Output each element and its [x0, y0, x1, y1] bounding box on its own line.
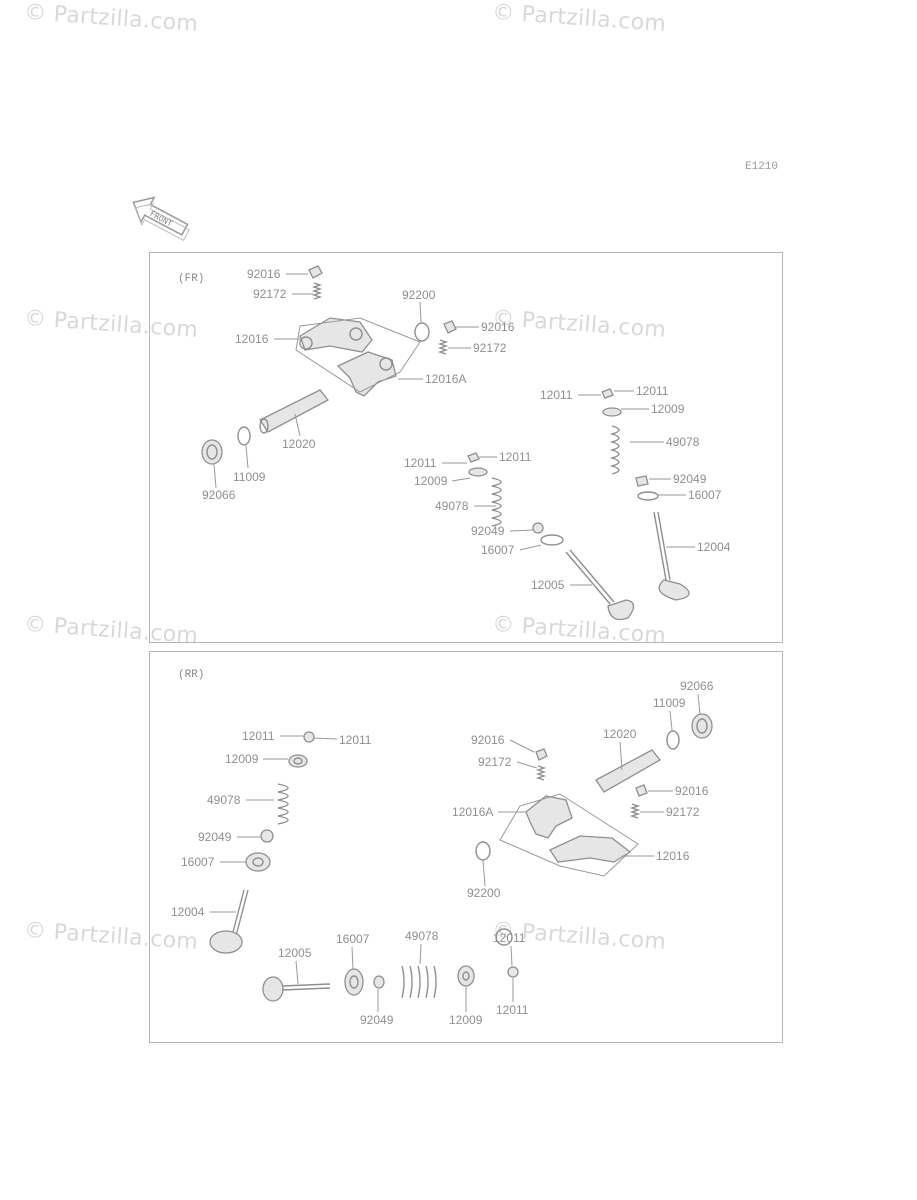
part-label: 12011 — [242, 729, 275, 743]
part-label: 12016 — [656, 849, 690, 863]
part-label: 92172 — [478, 755, 512, 769]
part-label: 92049 — [471, 524, 505, 538]
part-label: 12011 — [499, 450, 532, 464]
part-label: 49078 — [435, 499, 469, 513]
fr-labels: 92016 92172 92200 92016 92172 12016 1201… — [202, 267, 731, 592]
part-label: 11009 — [653, 696, 686, 710]
part-label: 12009 — [449, 1013, 483, 1027]
part-label: 16007 — [481, 543, 515, 557]
part-label: 12016A — [425, 372, 466, 386]
part-label: 92200 — [467, 886, 501, 900]
part-label: 92172 — [473, 341, 507, 355]
part-label: 12004 — [171, 905, 205, 919]
part-label: 92049 — [198, 830, 232, 844]
front-panel-label: (FR) — [178, 273, 205, 285]
part-label: 12011 — [404, 456, 437, 470]
rear-panel-label: (RR) — [178, 669, 205, 681]
part-label: 92200 — [402, 288, 436, 302]
part-label: 12009 — [225, 752, 259, 766]
part-label: 12005 — [278, 946, 312, 960]
rr-parts — [209, 713, 713, 1002]
part-label: 49078 — [666, 435, 700, 449]
part-label: 16007 — [336, 932, 370, 946]
part-label: 16007 — [181, 855, 215, 869]
part-label: 92172 — [253, 287, 287, 301]
part-label: 92016 — [481, 320, 515, 334]
part-label: 92049 — [360, 1013, 394, 1027]
part-label: 16007 — [688, 488, 722, 502]
part-label: 92066 — [202, 488, 236, 502]
rr-labels: 92066 11009 12020 12011 12011 12009 4907… — [171, 679, 714, 1027]
part-label: 92066 — [680, 679, 714, 693]
part-label: 92016 — [675, 784, 709, 798]
rear-panel — [149, 651, 783, 1043]
fr-parts — [201, 265, 690, 621]
part-label: 92172 — [666, 805, 700, 819]
part-label: 11009 — [233, 470, 266, 484]
part-label: 12011 — [636, 384, 669, 398]
part-label: 49078 — [207, 793, 241, 807]
part-label: 92016 — [471, 733, 505, 747]
part-label: 12009 — [651, 402, 685, 416]
part-label: 12004 — [697, 540, 731, 554]
part-label: 12011 — [540, 388, 573, 402]
part-label: 92016 — [247, 267, 281, 281]
part-label: 12009 — [414, 474, 448, 488]
front-panel — [149, 252, 783, 643]
part-label: 92049 — [673, 472, 707, 486]
part-label: 12016 — [235, 332, 269, 346]
part-label: 12005 — [531, 578, 565, 592]
diagram-code: E1210 — [745, 161, 779, 173]
part-label: 49078 — [405, 929, 439, 943]
part-label: 12016A — [452, 805, 493, 819]
part-label: 12011 — [493, 931, 526, 945]
part-label: 12020 — [282, 437, 316, 451]
part-label: 12020 — [603, 727, 637, 741]
part-label: 12011 — [339, 733, 372, 747]
part-label: 12011 — [496, 1003, 529, 1017]
